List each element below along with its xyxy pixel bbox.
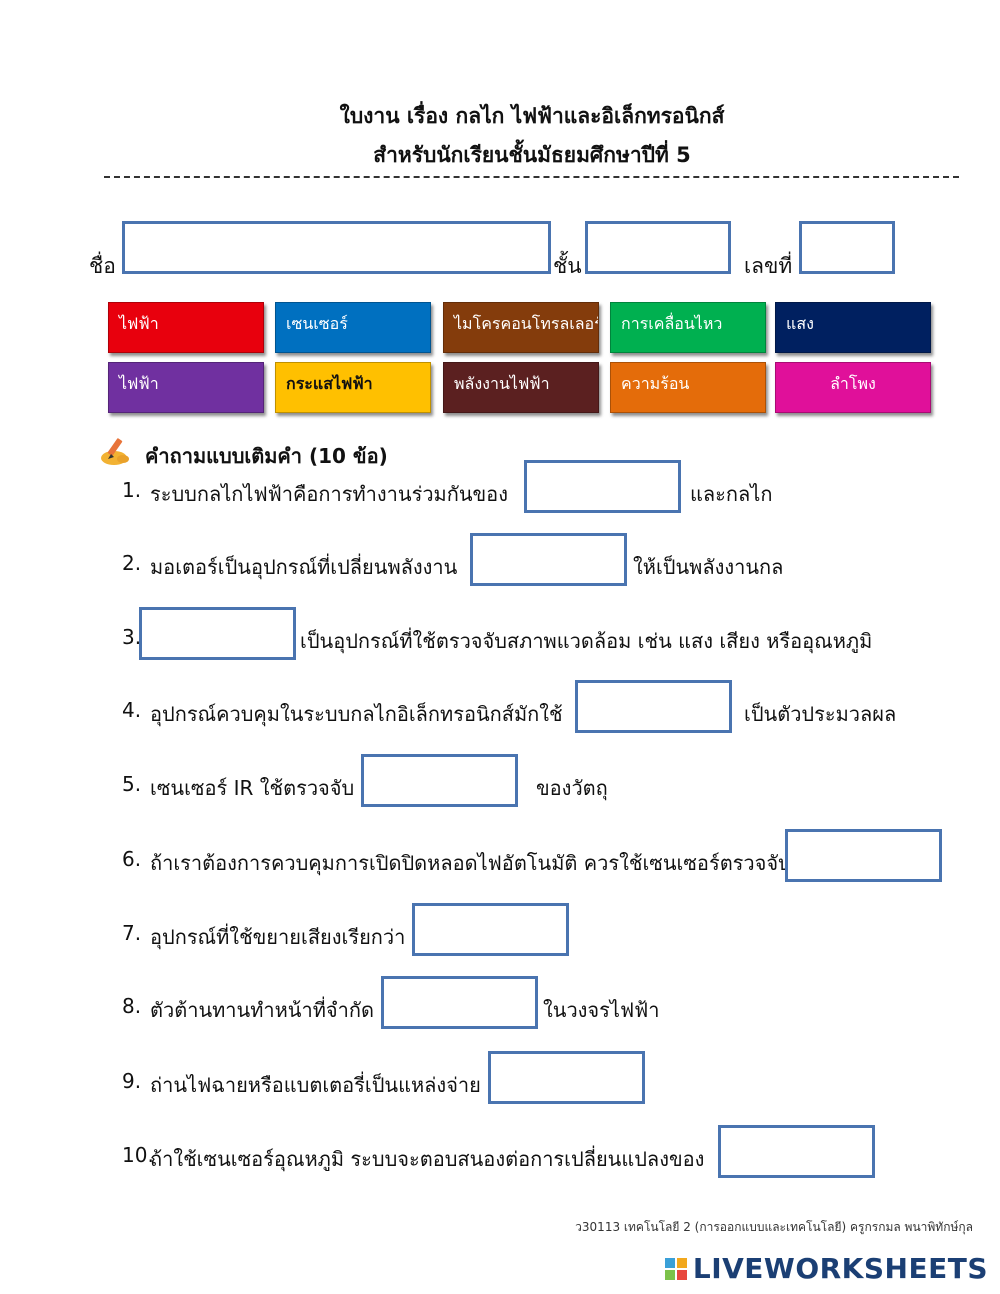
question-text: ถ่านไฟฉายหรือแบตเตอรี่เป็นแหล่งจ่าย [150,1073,481,1097]
credit-text: ว30113 เทคโนโลยี 2 (การออกแบบและเทคโนโลย… [575,1220,973,1234]
answer-field[interactable] [488,1051,645,1104]
divider [104,176,959,178]
class-label: ชั้น [553,254,582,278]
section-heading: คำถามแบบเติมคำ (10 ข้อ) [145,444,388,468]
question-number: 5. [122,772,142,796]
word-tile[interactable]: แสง [775,302,931,353]
logo-icon [664,1257,687,1280]
question-number: 2. [122,551,142,575]
question-number: 10. [122,1143,154,1167]
word-tile[interactable]: ลำโพง [775,362,931,413]
question-text-after: ในวงจรไฟฟ้า [543,998,660,1022]
question-text: ตัวต้านทานทำหน้าที่จำกัด [150,998,374,1022]
word-tile[interactable]: กระแสไฟฟ้า [275,362,431,413]
answer-field[interactable] [524,460,681,513]
question-number: 3. [122,625,142,649]
answer-field[interactable] [785,829,942,882]
word-tile[interactable]: ความร้อน [610,362,766,413]
word-tile[interactable]: พลังงานไฟฟ้า [443,362,599,413]
question-text-after: เป็นตัวประมวลผล [744,702,897,726]
answer-field[interactable] [412,903,569,956]
answer-field[interactable] [575,680,732,733]
question-text: อุปกรณ์ควบคุมในระบบกลไกอิเล็กทรอนิกส์มัก… [150,702,563,726]
word-tile-label: ไฟฟ้า [119,374,159,393]
worksheet-title: ใบงาน เรื่อง กลไก ไฟฟ้าและอิเล็กทรอนิกส์ [339,104,725,128]
number-label: เลขที่ [744,254,793,278]
question-number: 6. [122,847,142,871]
word-tile-label: ไฟฟ้า [119,314,159,333]
word-tile-label: พลังงานไฟฟ้า [454,374,550,393]
question-text: ระบบกลไกไฟฟ้าคือการทำงานร่วมกันของ [150,482,508,506]
question-text: อุปกรณ์ที่ใช้ขยายเสียงเรียกว่า [150,925,406,949]
brand-logo: LIVEWORKSHEETS [664,1252,988,1285]
worksheet-subtitle: สำหรับนักเรียนชั้นมัธยมศึกษาปีที่ 5 [373,143,691,167]
brand-name: LIVEWORKSHEETS [692,1252,988,1285]
number-field[interactable] [799,221,895,274]
word-tile-label: แสง [786,314,814,333]
question-text-after: ให้เป็นพลังงานกล [633,555,784,579]
word-tile[interactable]: เซนเซอร์ [275,302,431,353]
question-text-after: ของวัตถุ [536,776,608,800]
answer-field[interactable] [361,754,518,807]
question-number: 8. [122,994,142,1018]
word-tile-label: การเคลื่อนไหว [621,314,723,333]
word-tile-label: กระแสไฟฟ้า [286,374,373,393]
answer-field[interactable] [470,533,627,586]
question-text: ถ้าใช้เซนเซอร์อุณหภูมิ ระบบจะตอบสนองต่อก… [150,1147,705,1171]
word-tile[interactable]: ไฟฟ้า [108,362,264,413]
question-text-after: เป็นอุปกรณ์ที่ใช้ตรวจจับสภาพแวดล้อม เช่น… [300,629,873,653]
question-text: มอเตอร์เป็นอุปกรณ์ที่เปลี่ยนพลังงาน [150,555,458,579]
question-number: 4. [122,698,142,722]
pencil-hand-icon [98,432,134,468]
word-tile-label: ความร้อน [621,374,690,393]
question-number: 9. [122,1069,142,1093]
question-number: 1. [122,478,142,502]
word-tile[interactable]: ไฟฟ้า [108,302,264,353]
question-number: 7. [122,921,142,945]
word-tile[interactable]: การเคลื่อนไหว [610,302,766,353]
question-text: ถ้าเราต้องการควบคุมการเปิดปิดหลอดไฟอัตโน… [150,851,791,875]
word-tile[interactable]: ไมโครคอนโทรลเลอร์ [443,302,599,353]
question-text: เซนเซอร์ IR ใช้ตรวจจับ [150,776,355,800]
answer-field[interactable] [718,1125,875,1178]
word-tile-label: ไมโครคอนโทรลเลอร์ [454,314,599,333]
answer-field[interactable] [381,976,538,1029]
word-tile-label: ลำโพง [830,374,876,393]
class-field[interactable] [585,221,731,274]
name-field[interactable] [122,221,551,274]
name-label: ชื่อ [89,254,116,278]
answer-field[interactable] [139,607,296,660]
word-tile-label: เซนเซอร์ [286,314,348,333]
question-text-after: และกลไก [690,482,773,506]
